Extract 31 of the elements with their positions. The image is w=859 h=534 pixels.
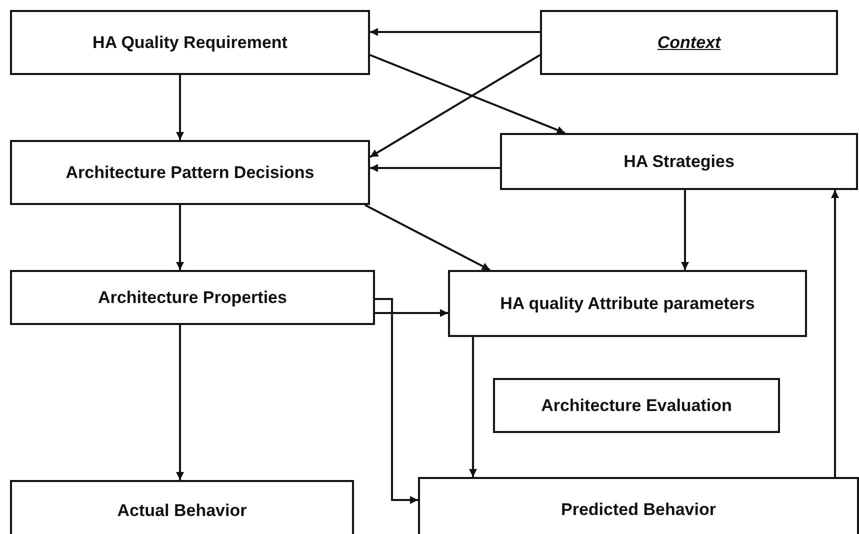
box-label: Context (657, 32, 721, 52)
box-label: Architecture Properties (98, 288, 287, 308)
arrow (370, 164, 500, 172)
arrow (370, 28, 540, 36)
box-label: Architecture Pattern Decisions (66, 162, 314, 182)
process-box (10, 140, 370, 205)
arrow (364, 204, 490, 271)
arrow (176, 75, 184, 140)
process-box (540, 10, 838, 75)
arrow (176, 205, 184, 270)
arrow (469, 337, 477, 477)
arrow (369, 54, 541, 158)
box-label: Architecture Evaluation (541, 396, 732, 416)
arrow (831, 190, 839, 477)
process-box (448, 270, 807, 337)
box-label: HA quality Attribute parameters (500, 294, 755, 314)
process-box (493, 378, 780, 433)
arrow (176, 325, 184, 480)
process-box (500, 133, 858, 190)
arrow (681, 190, 689, 270)
box-label: Predicted Behavior (561, 500, 716, 520)
process-box (418, 477, 859, 534)
box-label: HA Strategies (624, 152, 734, 172)
arrow (375, 309, 448, 317)
process-box (10, 270, 375, 325)
process-box (10, 10, 370, 75)
arrow (370, 54, 566, 134)
box-label: Actual Behavior (117, 501, 247, 521)
process-box (10, 480, 354, 534)
box-label: HA Quality Requirement (92, 32, 288, 52)
arrow (375, 298, 418, 504)
